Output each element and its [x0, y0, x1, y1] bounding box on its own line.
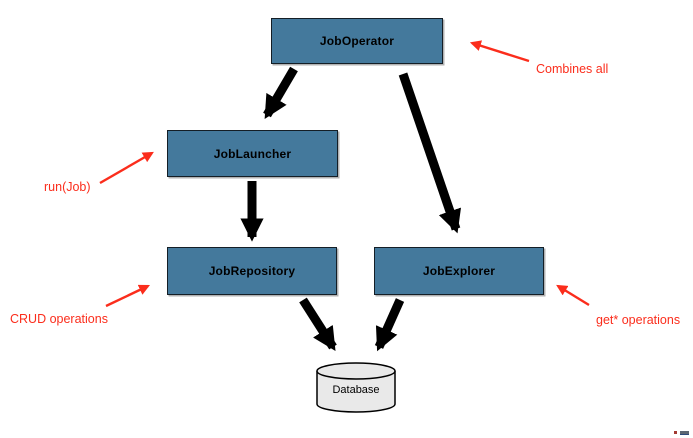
annotation-combines-all: Combines all [536, 62, 609, 76]
node-jobrepository: JobRepository [167, 247, 337, 295]
annotation-run-job: run(Job) [44, 180, 91, 194]
node-jobexplorer: JobExplorer [374, 247, 544, 295]
annotation-arrow-get-operations [556, 284, 590, 307]
node-jobrepository-label: JobRepository [208, 264, 296, 278]
edge-jobexplorer-database [374, 298, 405, 352]
annotation-arrow-crud-operations [105, 284, 150, 308]
footer-logo-mark [674, 431, 689, 435]
footer-logo-red-dot [674, 431, 677, 434]
database-cylinder [316, 362, 396, 413]
node-jobexplorer-label: JobExplorer [422, 264, 496, 278]
footer-logo-bar [680, 431, 689, 435]
edge-jobrepository-database [299, 297, 337, 351]
node-joblauncher-label: JobLauncher [213, 146, 292, 161]
edge-joboperator-jobexplorer [398, 72, 462, 234]
database-label: Database [332, 384, 380, 396]
annotation-crud-operations: CRUD operations [10, 312, 108, 326]
node-joblauncher: JobLauncher [167, 130, 338, 177]
node-joboperator: JobOperator [271, 18, 443, 64]
annotation-get-operations: get* operations [596, 313, 681, 327]
annotation-arrow-run-job [99, 151, 154, 185]
annotation-arrow-combines-all [469, 40, 530, 63]
node-joboperator-label: JobOperator [319, 34, 395, 48]
edge-joboperator-joblauncher [263, 66, 298, 120]
